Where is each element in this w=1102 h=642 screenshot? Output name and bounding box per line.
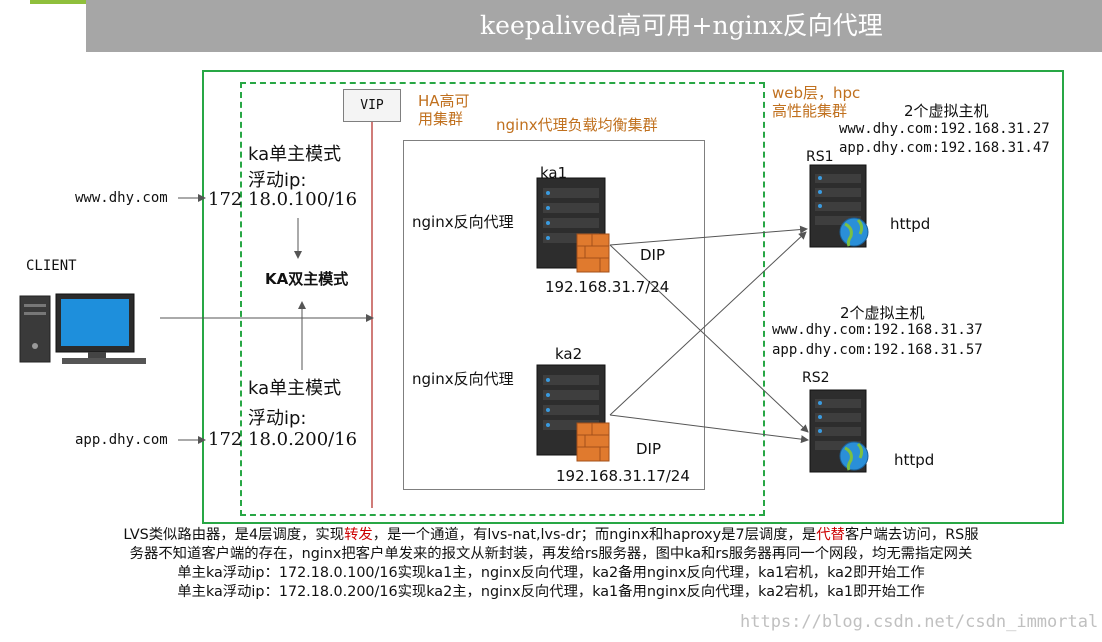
rs2-globe-icon [839,441,869,471]
ka1-rs2-arrow [609,244,809,433]
page-title: keepalived高可用+nginx反向代理 [480,11,883,40]
ka-float-label-1: 浮动ip: [248,170,307,191]
ka1-role: nginx反向代理 [412,213,514,231]
nginx-cluster-box [403,140,705,490]
client-domain-www: www.dhy.com [75,190,168,206]
notes-block: LVS类似路由器，是4层调度，实现转发，是一个通道，有lvs-nat,lvs-d… [0,526,1102,602]
ha-label-line1: HA高可 [418,92,470,110]
ka-dual-mode: KA双主模式 [265,270,349,288]
watermark: https://blog.csdn.net/csdn_immortal [740,612,1099,632]
note-line-4: 单主ka浮动ip：172.18.0.200/16实现ka2主，nginx反向代理… [177,584,925,600]
client-computer-icon [19,293,146,364]
rs1-service: httpd [890,215,931,233]
note-line-3: 单主ka浮动ip：172.18.0.100/16实现ka1主，nginx反向代理… [177,565,925,581]
ka1-firewall-icon [576,233,610,273]
rs2-name: RS2 [802,370,830,386]
ka2-dip-label: DIP [636,440,662,458]
client-domain-app: app.dhy.com [75,432,168,448]
rs2-host2: app.dhy.com:192.168.31.57 [772,342,983,358]
ka-single-mode-2: ka单主模式 [248,378,342,399]
note-line-1-part-c: 客户端去访问，RS服 [844,527,979,543]
web-layer-label-line2: 高性能集群 [772,102,848,120]
nginx-cluster-label: nginx代理负载均衡集群 [496,116,658,134]
ka2-rs2-arrow [609,414,809,444]
rs1-hosts-title: 2个虚拟主机 [904,102,989,120]
vip-box: VIP [343,89,401,122]
web-layer-frame [202,70,1064,524]
web-layer-label-line1: web层，hpc [772,84,861,102]
note-line-2: 务器不知道客户端的存在，nginx把客户单发来的报文从新封装，再发给rs服务器，… [129,546,973,562]
ka1-dip-label: DIP [640,246,666,264]
ka1-name: ka1 [540,164,568,182]
rs1-name: RS1 [806,149,834,165]
rs2-host1: www.dhy.com:192.168.31.37 [772,322,983,338]
ka-ip-prefix-2: 172 [208,429,243,450]
title-bar [86,0,1102,52]
ka2-name: ka2 [555,345,583,363]
ka2-role: nginx反向代理 [412,370,514,388]
rs2-hosts-title: 2个虚拟主机 [840,304,925,322]
ka1-ip: 192.168.31.7/24 [545,278,670,296]
rs1-host1: www.dhy.com:192.168.31.27 [839,121,1050,137]
ka-ip-rest-1: 18.0.100/16 [248,189,358,210]
ka-float-label-2: 浮动ip: [248,408,307,429]
rs2-service: httpd [894,451,935,469]
ka2-firewall-icon [576,422,610,462]
note-line-1: LVS类似路由器，是4层调度，实现转发，是一个通道，有lvs-nat,lvs-d… [0,526,1102,545]
note-line-1-red-2: 代替 [816,527,845,543]
rs1-globe-icon [839,217,869,247]
client-label: CLIENT [26,258,77,274]
rs1-host2: app.dhy.com:192.168.31.47 [839,140,1050,156]
ka2-ip: 192.168.31.17/24 [556,467,690,485]
ka2-rs1-arrow [609,231,807,416]
ka-ip-prefix-1: 172 [208,189,243,210]
ha-label-line2: 用集群 [418,110,464,128]
note-line-1-part-b: ，是一个通道，有lvs-nat,lvs-dr；而nginx和haproxy是7层… [372,527,817,543]
ka-single-mode-1: ka单主模式 [248,144,342,165]
note-line-1-red-1: 转发 [344,527,373,543]
ka1-rs1-arrow [609,225,808,246]
ka-ip-rest-2: 18.0.200/16 [248,429,358,450]
ha-cluster-frame [240,82,765,516]
note-line-1-part-a: LVS类似路由器，是4层调度，实现 [123,527,345,543]
